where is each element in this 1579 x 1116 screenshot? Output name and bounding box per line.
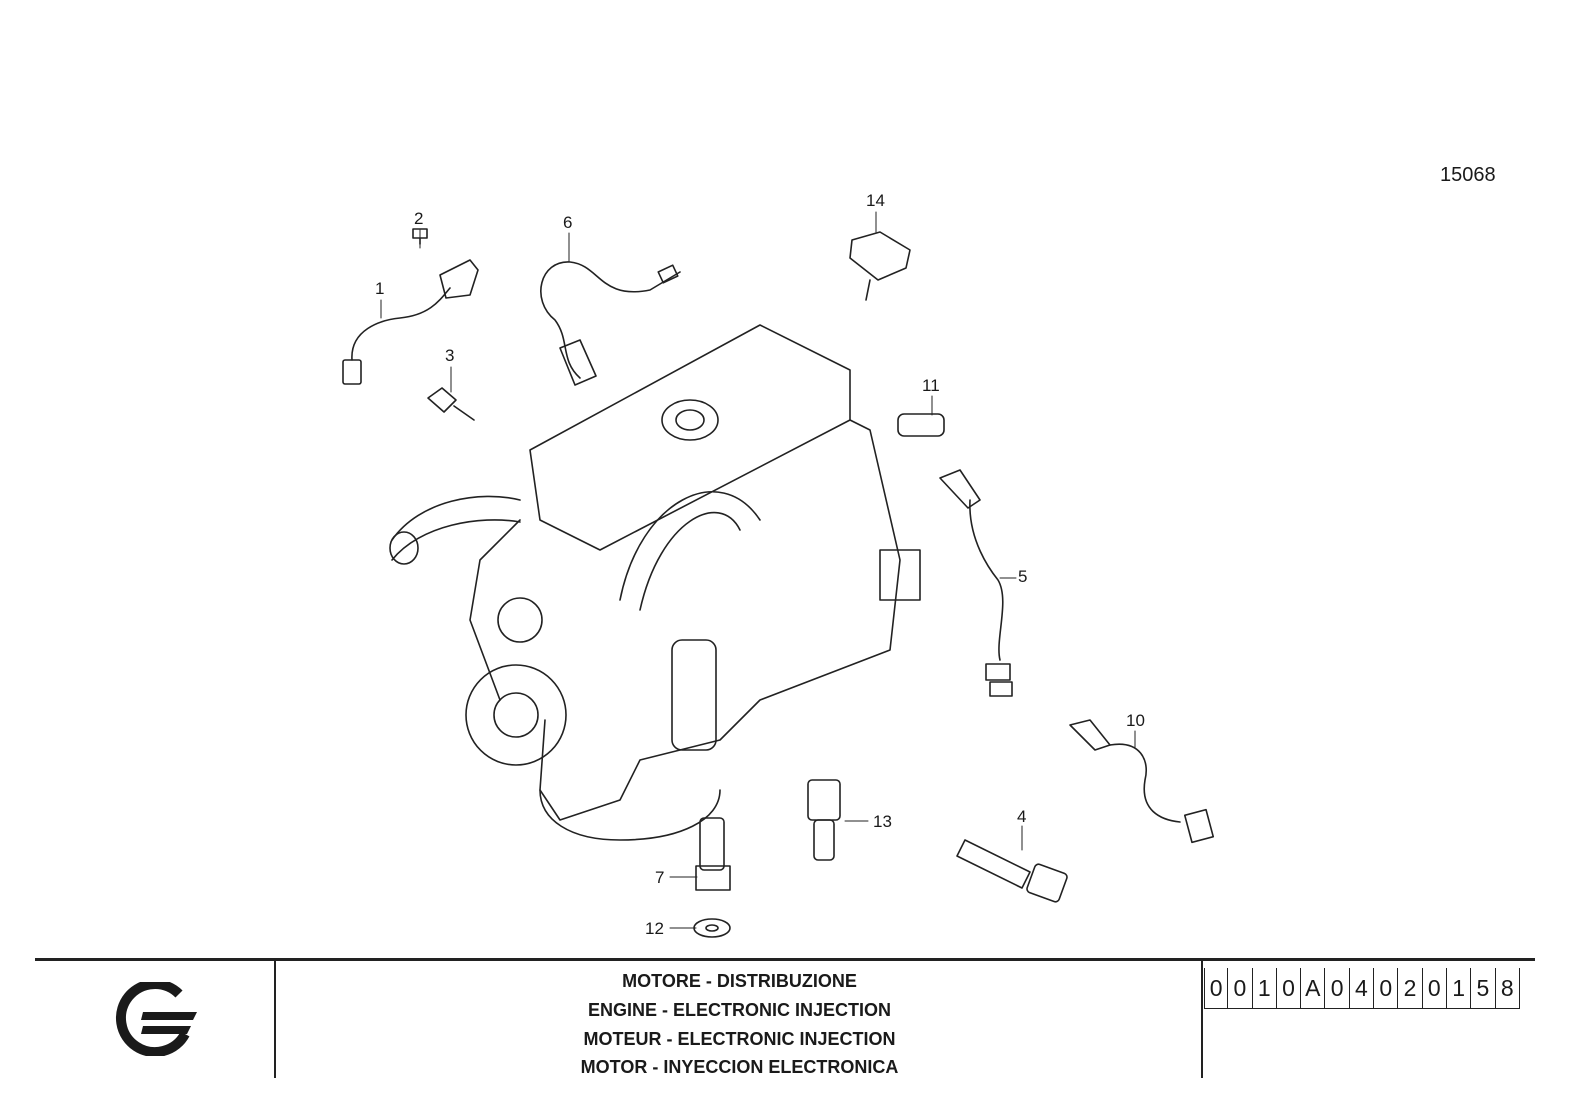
callout-4: 4 <box>1017 807 1027 826</box>
engine-block <box>389 324 921 841</box>
callout-5: 5 <box>1018 567 1028 586</box>
code-char: 0 <box>1423 968 1447 1008</box>
code-char: 0 <box>1204 968 1229 1008</box>
code-char: 1 <box>1447 968 1472 1008</box>
callout-7: 7 <box>655 868 665 887</box>
callout-12: 12 <box>645 919 664 938</box>
part-1-sensor <box>342 259 479 385</box>
part-2-bolt <box>412 228 428 245</box>
part-6-sensor <box>540 261 681 386</box>
footer-divider-left <box>274 960 276 1078</box>
footer-title-it: MOTORE - DISTRIBUZIONE <box>622 971 857 991</box>
part-4-sensor <box>956 839 1068 903</box>
manufacturer-logo-icon <box>115 982 197 1056</box>
footer-title-es: MOTOR - INYECCION ELECTRONICA <box>580 1057 899 1077</box>
code-char: 2 <box>1398 968 1423 1008</box>
code-char: 1 <box>1253 968 1277 1008</box>
part-code: 0 0 1 0 A 0 4 0 2 0 1 5 8 <box>1204 968 1520 1009</box>
callout-14: 14 <box>866 191 885 210</box>
code-char: 0 <box>1277 968 1302 1008</box>
engine-exploded-diagram <box>342 211 1215 938</box>
part-3-sensor <box>427 387 475 421</box>
callout-13: 13 <box>873 812 892 831</box>
part-12-washer <box>693 918 731 938</box>
part-11-sensor <box>897 413 945 437</box>
callout-3: 3 <box>445 346 455 365</box>
code-char: 0 <box>1325 968 1350 1008</box>
part-7-sensor <box>695 817 731 891</box>
callout-1: 1 <box>375 279 385 298</box>
footer-title-fr: MOTEUR - ELECTRONIC INJECTION <box>583 1029 896 1049</box>
footer-rule <box>35 958 1535 961</box>
code-char: 0 <box>1374 968 1399 1008</box>
footer-title-en: ENGINE - ELECTRONIC INJECTION <box>587 1000 892 1020</box>
code-char: 0 <box>1228 968 1253 1008</box>
part-5-sensor <box>939 469 1013 697</box>
footer-divider-right <box>1201 960 1203 1078</box>
drawing-number: 15068 <box>1440 164 1496 186</box>
code-char: 4 <box>1350 968 1375 1008</box>
callout-2: 2 <box>414 209 424 228</box>
code-char: 8 <box>1496 968 1520 1008</box>
callout-11: 11 <box>922 376 940 395</box>
leader-lines <box>380 211 1136 929</box>
part-14-sensor <box>849 231 911 301</box>
callout-10: 10 <box>1126 711 1145 730</box>
part-10-sensor <box>1069 719 1215 844</box>
part-13-sensor <box>807 779 841 861</box>
code-char: 5 <box>1471 968 1496 1008</box>
callout-6: 6 <box>563 213 573 232</box>
code-char: A <box>1301 968 1326 1008</box>
